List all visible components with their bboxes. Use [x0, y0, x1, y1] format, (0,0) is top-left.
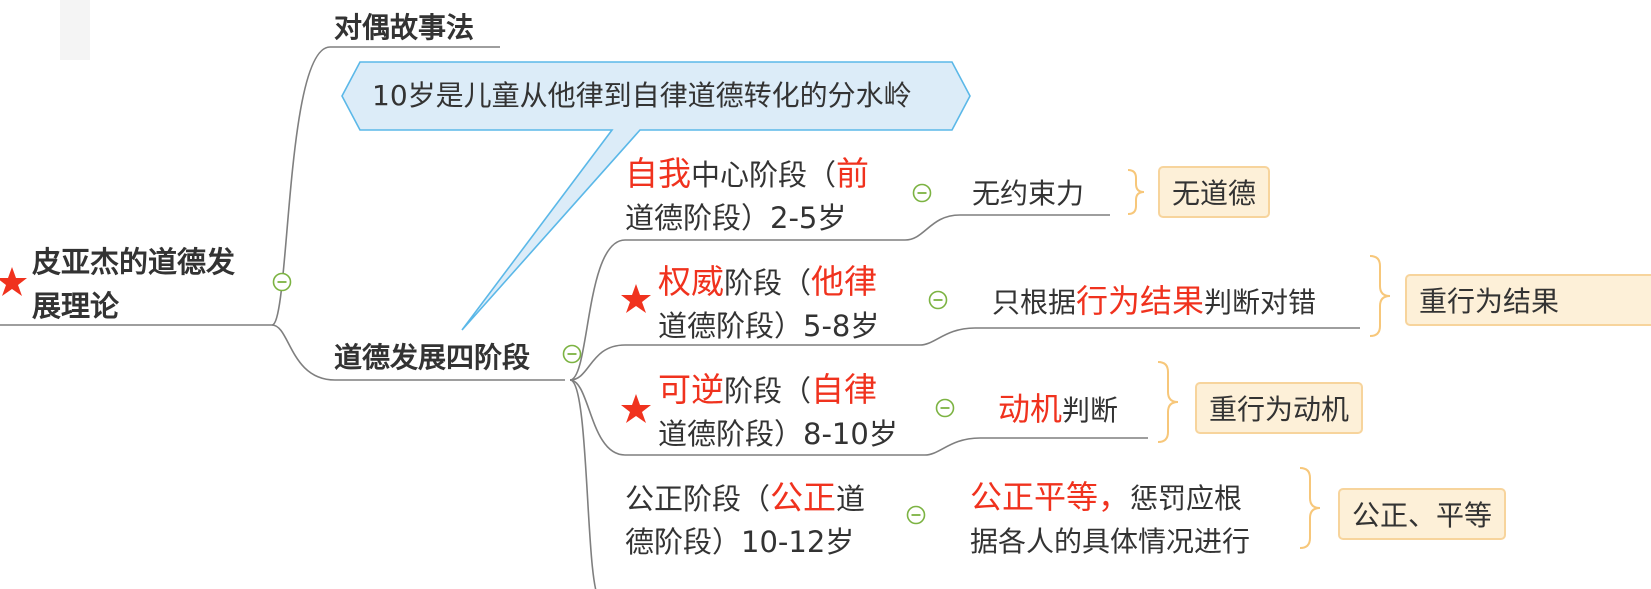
collapse-icon[interactable] [906, 505, 926, 525]
callout-text: 10岁是儿童从他律到自律道德转化的分水岭 [372, 79, 912, 112]
stage-node-authority[interactable]: 权威阶段（他律 道德阶段）5-8岁 [658, 260, 879, 348]
stage-title-line1: 权威阶段（他律 [658, 262, 878, 301]
stage-desc: 动机判断 [998, 390, 1119, 428]
connector-stage4 [569, 379, 597, 589]
connector-root-branch2 [271, 324, 565, 381]
stage-title-line2: 道德阶段）8-10岁 [658, 417, 898, 451]
collapse-icon[interactable] [272, 272, 292, 292]
brace-2 [1369, 255, 1391, 337]
stage-title-line2: 道德阶段）2-5岁 [625, 201, 847, 235]
watermark-patch [60, 0, 90, 60]
connector-stage3 [569, 379, 1148, 456]
callout-bubble [341, 61, 971, 331]
root-title-line1: 皮亚杰的道德发 [32, 245, 236, 279]
result-box[interactable]: 无道德 [1158, 166, 1271, 218]
stage-node-reversible[interactable]: 可逆阶段（自律 道德阶段）8-10岁 [658, 368, 898, 456]
root-node[interactable]: 皮亚杰的道德发 展理论 [32, 240, 257, 328]
branch-dual-story-method[interactable]: 对偶故事法 [334, 11, 475, 44]
stage-title-line2: 德阶段）10-12岁 [625, 525, 855, 559]
stage-desc: 无约束力 [972, 177, 1085, 210]
star-icon [621, 394, 651, 423]
collapse-icon[interactable] [912, 183, 932, 203]
connector-stage2 [569, 327, 1360, 381]
star-icon [621, 284, 651, 313]
collapse-icon[interactable] [935, 398, 955, 418]
brace-4 [1299, 467, 1321, 549]
result-box[interactable]: 重行为结果 [1405, 274, 1651, 326]
brace-3 [1157, 361, 1179, 443]
stage-title-line1: 可逆阶段（自律 [658, 370, 878, 409]
root-title-line2: 展理论 [32, 289, 120, 323]
collapse-icon[interactable] [562, 344, 582, 364]
stage-desc: 只根据行为结果判断对错 [992, 282, 1317, 320]
stage-title-line2: 道德阶段）5-8岁 [658, 309, 880, 343]
result-box[interactable]: 重行为动机 [1195, 382, 1364, 434]
brace-1 [1127, 169, 1145, 215]
stage-desc: 公正平等，惩罚应根 据各人的具体情况进行 [970, 478, 1251, 558]
connector-stage1 [569, 214, 1110, 381]
branch-four-stages[interactable]: 道德发展四阶段 [334, 341, 531, 374]
stage-node-justice[interactable]: 公正阶段（公正道 德阶段）10-12岁 [625, 476, 865, 564]
stage-node-egocentric[interactable]: 自我中心阶段（前 道德阶段）2-5岁 [625, 152, 869, 240]
star-icon [0, 267, 27, 296]
stage-title-line1: 公正阶段（公正道 [625, 478, 866, 517]
collapse-icon[interactable] [928, 290, 948, 310]
connector-root-branch1 [271, 46, 500, 326]
stage-title-line1: 自我中心阶段（前 [625, 154, 870, 193]
result-box[interactable]: 公正、平等 [1338, 488, 1507, 540]
